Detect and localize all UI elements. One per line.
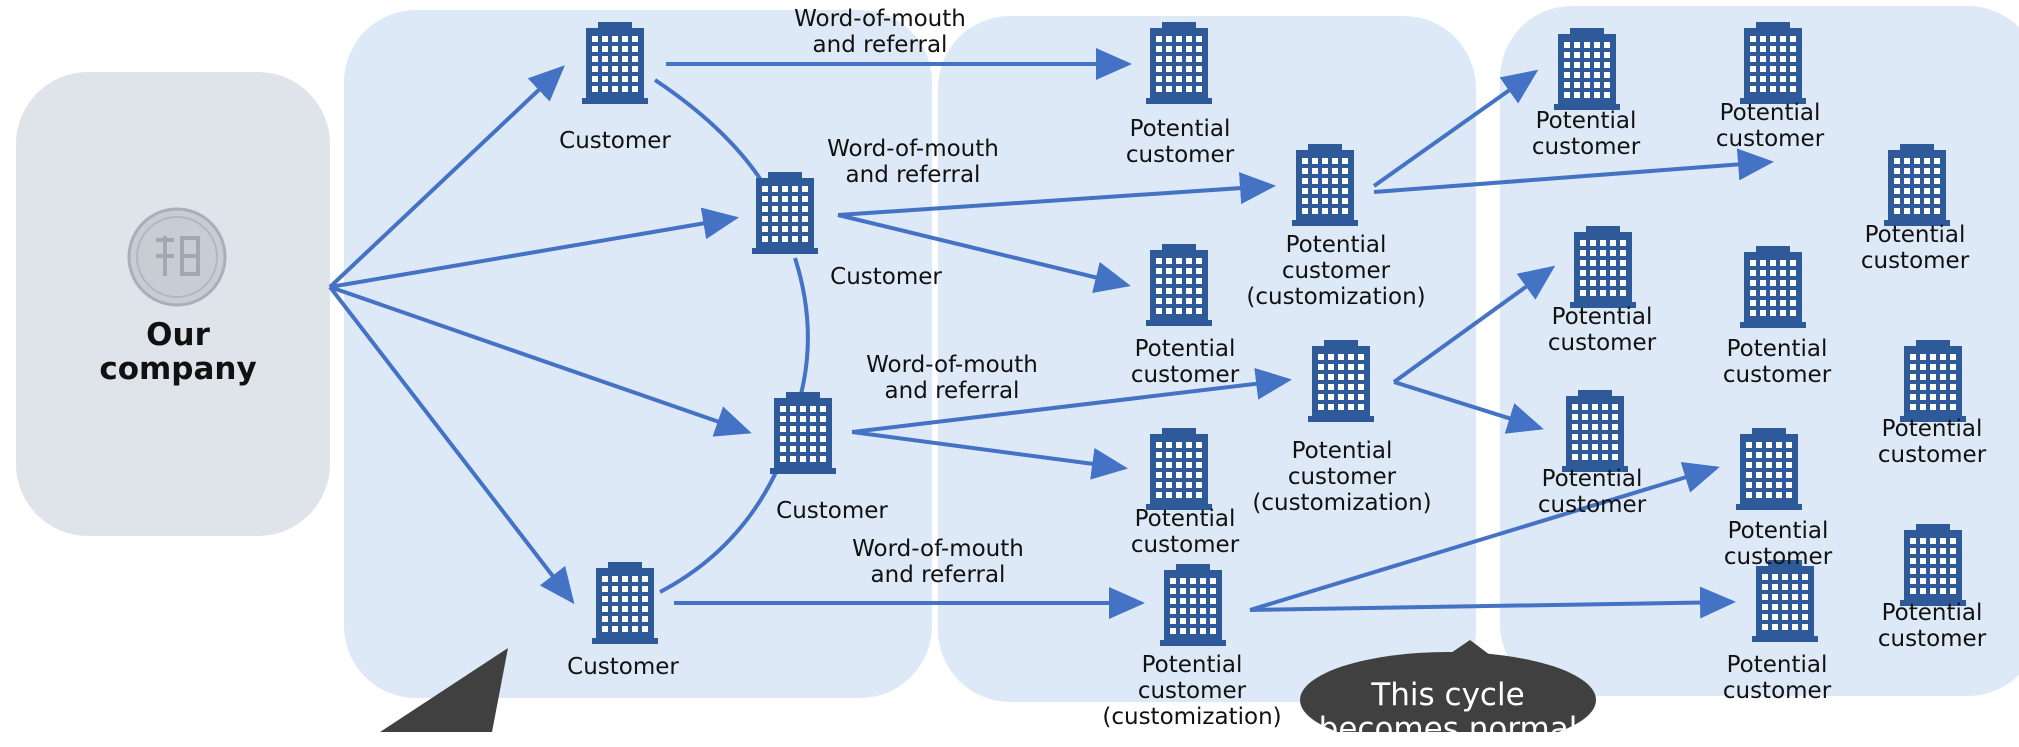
office-building-icon	[1734, 246, 1812, 334]
office-building-icon	[1548, 28, 1626, 116]
arrow	[328, 65, 565, 289]
customer-link-curve	[793, 257, 810, 399]
referral-diagram: Our company	[16, 6, 2019, 732]
arrow	[329, 207, 739, 289]
callout-bubble	[1300, 652, 1596, 732]
referral-label: Word-of-mouth and referral	[852, 536, 1024, 588]
customer-label: Customer	[776, 498, 888, 524]
potential-customer-label: Potential customer	[1722, 652, 1832, 704]
potential-customer-label: Potential customer	[1125, 116, 1235, 168]
customer-label: Customer	[830, 264, 942, 290]
callout-pointer	[380, 648, 508, 732]
arrow	[1372, 69, 1539, 188]
customer-link-curve	[659, 467, 780, 594]
office-building-icon	[1894, 524, 1972, 612]
office-building-icon	[1154, 564, 1232, 652]
office-building-icon	[1140, 244, 1218, 332]
arrow	[328, 285, 575, 605]
potential-customer-label: Potential customer	[1860, 222, 1970, 274]
office-building-icon	[586, 562, 664, 650]
referral-label: Word-of-mouth and referral	[866, 352, 1038, 404]
arrow	[1373, 148, 1774, 194]
arrow	[851, 367, 1292, 434]
office-building-icon	[1894, 340, 1972, 428]
office-building-icon	[764, 392, 842, 480]
potential-customer-label: Potential customer	[1130, 506, 1240, 558]
office-building-icon	[576, 22, 654, 110]
office-building-icon	[1746, 560, 1824, 648]
potential-customer-label: Potential customer	[1877, 416, 1987, 468]
arrow	[1393, 380, 1544, 434]
arrow	[837, 172, 1276, 217]
referral-label: Word-of-mouth and referral	[827, 136, 999, 188]
potential-customer-custom-label: Potential customer (customization)	[1246, 232, 1426, 310]
office-building-icon	[746, 172, 824, 260]
arrow	[1249, 462, 1720, 612]
company-name: Our company	[99, 317, 257, 387]
callout-text: This cycle becomes normal	[1318, 677, 1578, 747]
customer-label: Customer	[559, 128, 671, 154]
callout-tail	[1448, 640, 1490, 655]
office-building-icon	[1730, 428, 1808, 516]
office-building-icon	[1734, 22, 1812, 110]
office-building-icon	[1140, 428, 1218, 516]
arrow	[1392, 265, 1556, 384]
potential-customer-label: Potential customer	[1877, 600, 1987, 652]
company-seal-logo	[126, 206, 228, 312]
potential-customer-custom-label: Potential customer (customization)	[1102, 652, 1282, 730]
office-building-icon	[1286, 144, 1364, 232]
customer-label: Customer	[567, 654, 679, 680]
potential-customer-label: Potential customer	[1537, 466, 1647, 518]
arrow	[329, 285, 752, 437]
potential-customer-custom-label: Potential customer (customization)	[1252, 438, 1432, 516]
office-building-icon	[1564, 226, 1642, 314]
potential-customer-label: Potential customer	[1547, 304, 1657, 356]
arrow	[1249, 586, 1736, 619]
office-building-icon	[1140, 22, 1218, 110]
referral-label: Word-of-mouth and referral	[794, 6, 966, 58]
potential-customer-label: Potential customer	[1723, 518, 1833, 570]
potential-customer-label: Potential customer	[1531, 108, 1641, 160]
connector-layer	[328, 48, 1774, 732]
office-building-icon	[1302, 340, 1380, 428]
arrow	[851, 430, 1128, 480]
office-building-icon	[1878, 144, 1956, 232]
arrow	[837, 213, 1131, 294]
potential-customer-label: Potential customer	[1130, 336, 1240, 388]
office-building-icon	[1556, 390, 1634, 478]
potential-customer-label: Potential customer	[1722, 336, 1832, 388]
potential-customer-label: Potential customer	[1715, 100, 1825, 152]
